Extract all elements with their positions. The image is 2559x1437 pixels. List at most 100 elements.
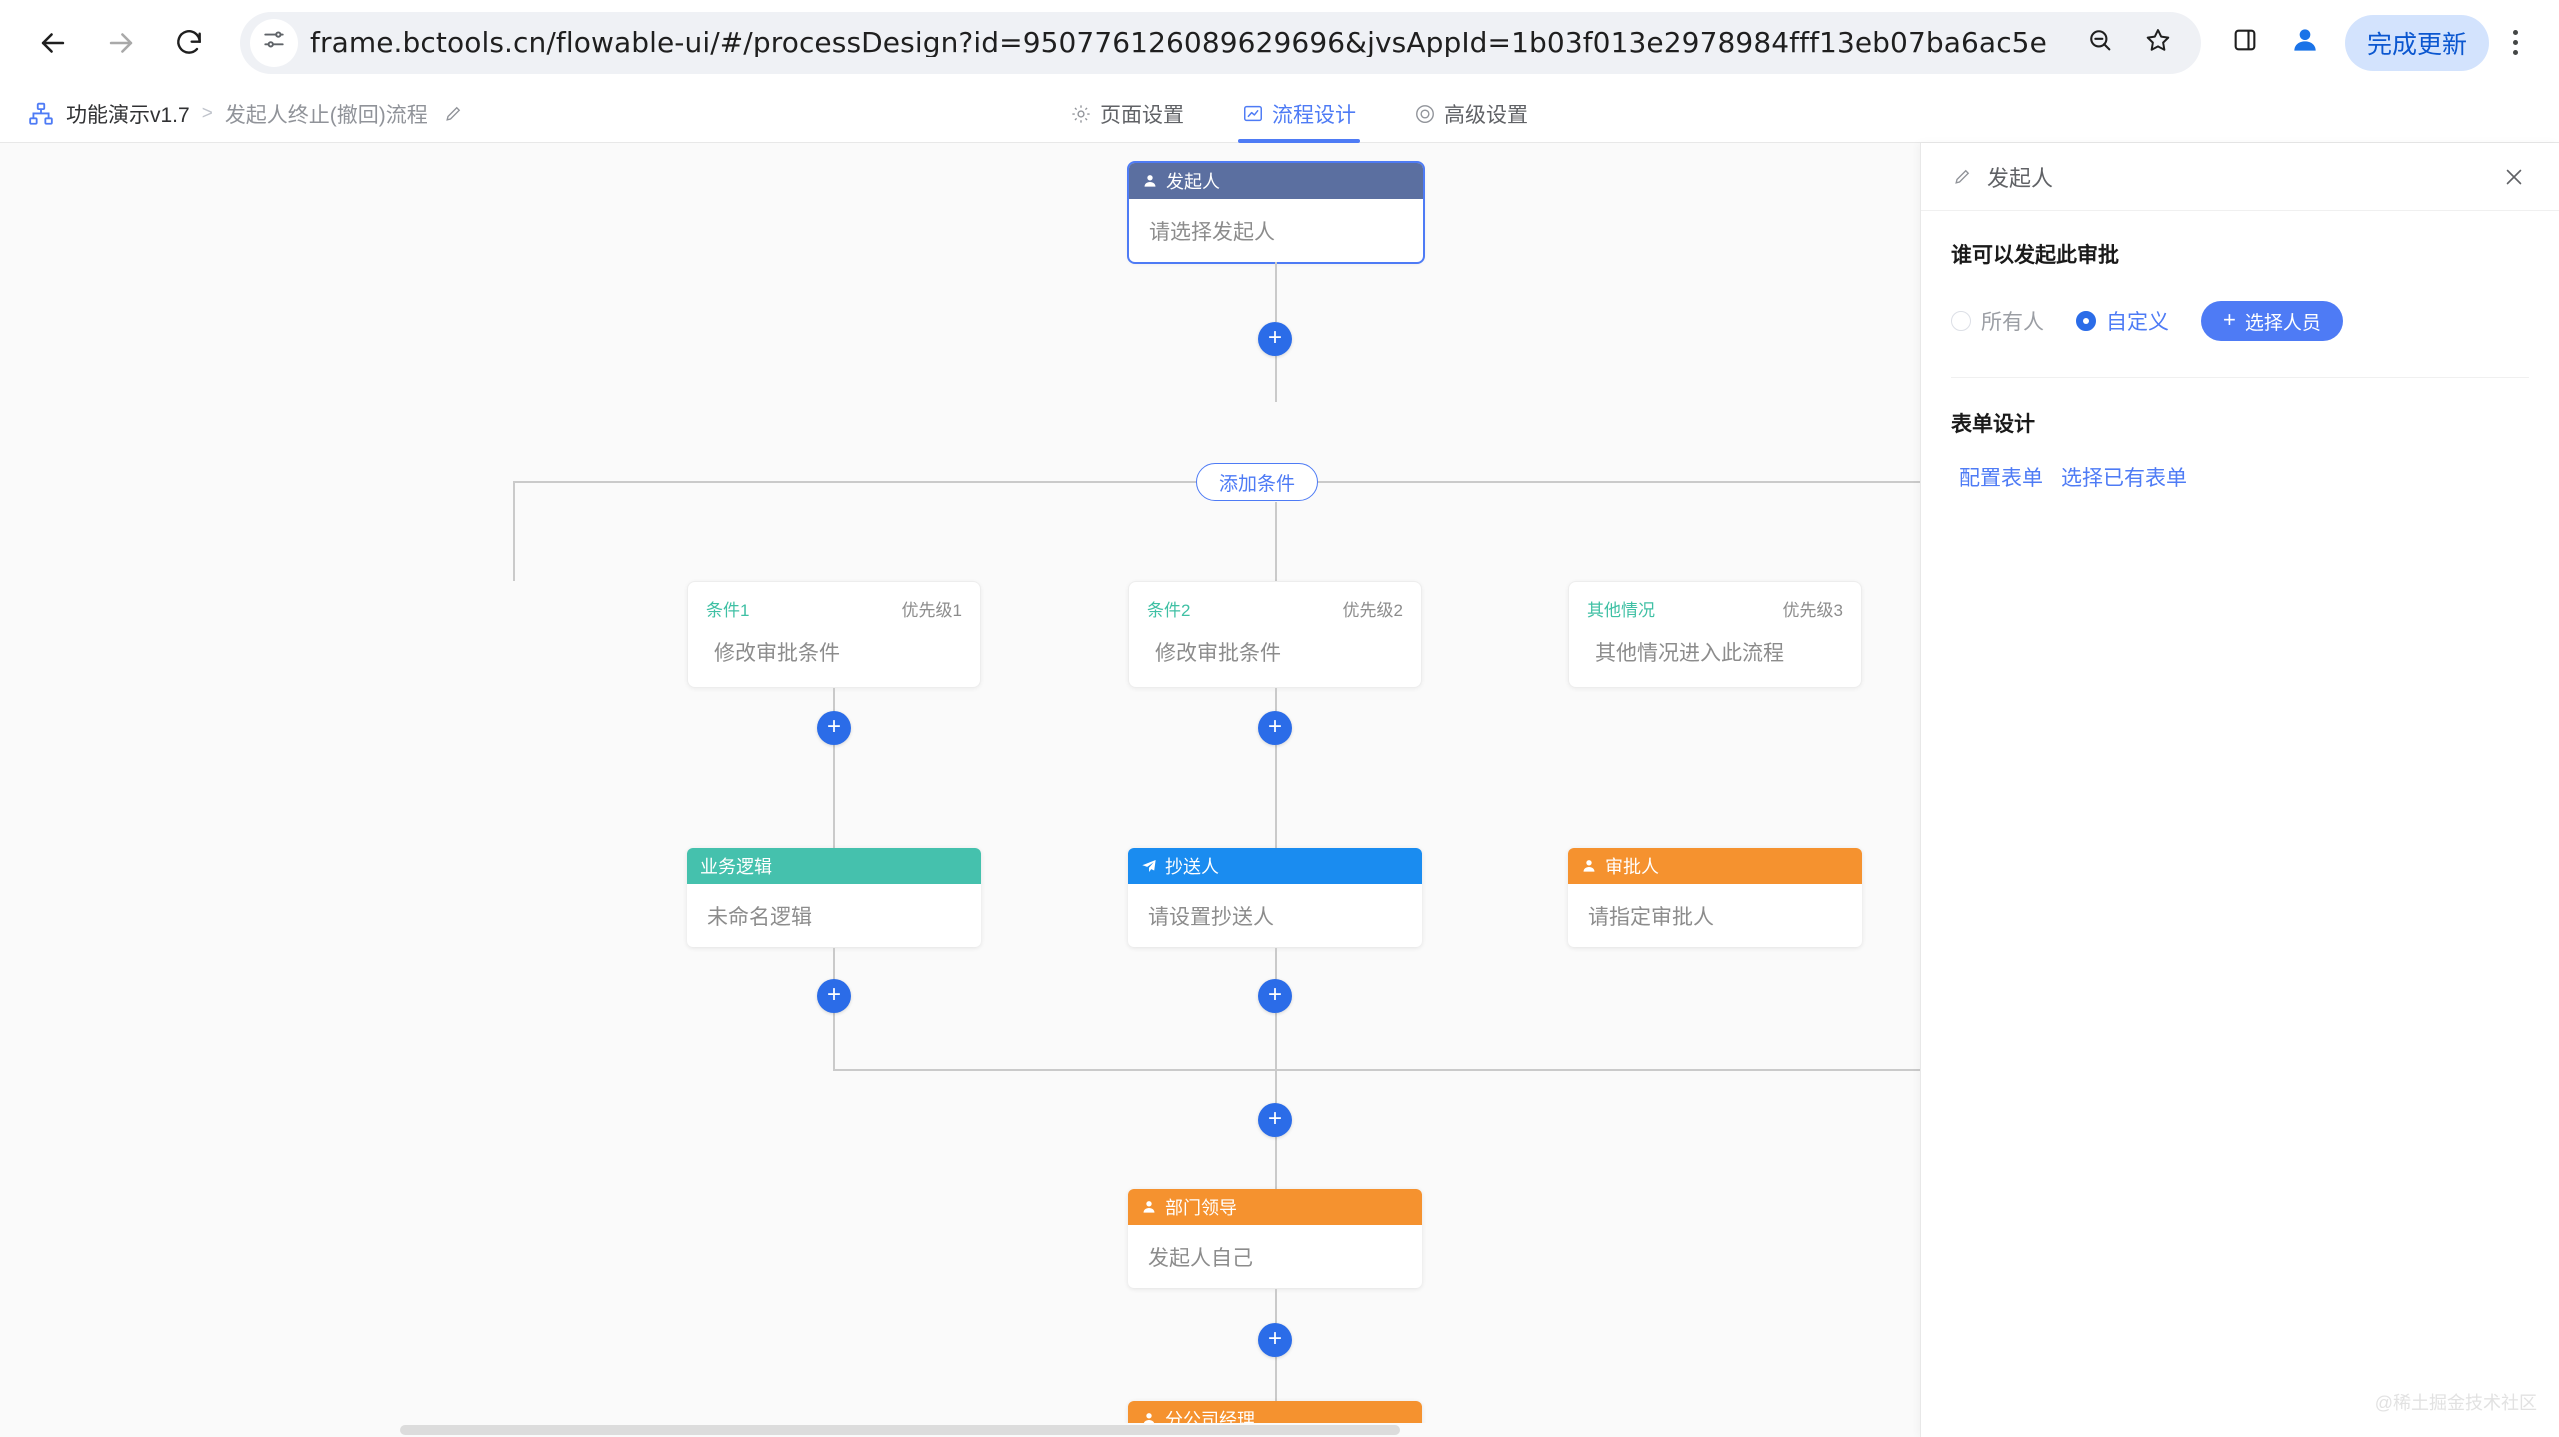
- condition-header: 条件1 优先级1: [706, 596, 962, 621]
- flow-diagram: 发起人 请选择发起人 + 添加条件 条件1 优先级1 修改审批条件: [0, 143, 1920, 1437]
- address-bar[interactable]: frame.bctools.cn/flowable-ui/#/processDe…: [240, 11, 2201, 74]
- edit-pencil-icon[interactable]: [442, 103, 464, 125]
- condition-priority: 优先级3: [1782, 601, 1843, 620]
- connector-line: [833, 688, 835, 728]
- condition-header: 条件2 优先级2: [1147, 596, 1403, 621]
- add-node-button-after-2[interactable]: +: [1258, 979, 1292, 1013]
- add-node-button-tail-1[interactable]: +: [1258, 1323, 1292, 1357]
- zoom-out-icon: [2086, 26, 2114, 59]
- connector-line: [513, 481, 515, 581]
- node-title: 发起人: [1166, 172, 1220, 192]
- panel-body: 谁可以发起此审批 所有人 自定义 + 选择人员 表单设计 配置表单 选择已有表单: [1921, 211, 2559, 492]
- tab-label: 高级设置: [1444, 104, 1528, 127]
- connector-line: [1275, 688, 1277, 728]
- connector-line: [1275, 1069, 1277, 1113]
- url-text[interactable]: frame.bctools.cn/flowable-ui/#/processDe…: [310, 28, 2047, 57]
- select-people-label: 选择人员: [2244, 312, 2321, 334]
- forward-button[interactable]: [90, 12, 152, 74]
- star-icon: [2144, 26, 2172, 59]
- node-header: 审批人: [1568, 848, 1862, 884]
- send-icon: [1141, 858, 1157, 874]
- connector-line: [833, 948, 835, 990]
- merge-bus-line: [833, 1069, 1920, 1071]
- side-panel-button[interactable]: [2217, 15, 2273, 71]
- node-body: 请选择发起人: [1149, 220, 1275, 244]
- condition-name: 其他情况: [1587, 601, 1655, 620]
- tune-icon: [261, 27, 287, 58]
- flow-node-dept-leader[interactable]: 部门领导 发起人自己: [1128, 1189, 1422, 1288]
- form-design-links: 配置表单 选择已有表单: [1951, 462, 2529, 492]
- connector-line: [1275, 1013, 1277, 1069]
- gear-icon: [1070, 103, 1092, 125]
- user-icon: [1141, 1199, 1157, 1215]
- flow-node-business-logic[interactable]: 业务逻辑 未命名逻辑: [687, 848, 981, 947]
- condition-body: 修改审批条件: [1155, 642, 1281, 665]
- profile-button[interactable]: [2277, 15, 2333, 71]
- dot: [2512, 40, 2518, 45]
- breadcrumb-app[interactable]: 功能演示v1.7: [66, 103, 190, 127]
- add-node-button-branch-1[interactable]: +: [817, 711, 851, 745]
- condition-body: 修改审批条件: [714, 642, 840, 665]
- close-icon[interactable]: [2499, 162, 2529, 192]
- node-header: 业务逻辑: [687, 848, 981, 884]
- update-button[interactable]: 完成更新: [2344, 14, 2489, 71]
- watermark: @稀土掘金技术社区: [2374, 1393, 2537, 1413]
- breadcrumb-separator: >: [201, 102, 213, 124]
- connector-line: [1275, 1357, 1277, 1411]
- condition-body: 其他情况进入此流程: [1595, 642, 1784, 665]
- radio-dot: [1951, 311, 1971, 331]
- pencil-icon[interactable]: [1951, 166, 1973, 188]
- condition-card-2[interactable]: 条件2 优先级2 修改审批条件: [1128, 581, 1422, 688]
- add-node-button-after-1[interactable]: +: [817, 979, 851, 1013]
- configure-form-link[interactable]: 配置表单: [1959, 467, 2043, 490]
- flow-node-approver[interactable]: 审批人 请指定审批人: [1568, 848, 1862, 947]
- user-icon: [1581, 858, 1597, 874]
- flow-canvas[interactable]: 发起人 请选择发起人 + 添加条件 条件1 优先级1 修改审批条件: [0, 143, 1920, 1437]
- panel-divider: [1951, 377, 2529, 378]
- tab-flow-design[interactable]: 流程设计: [1238, 85, 1360, 143]
- connector-line: [1275, 356, 1277, 402]
- zoom-button[interactable]: [2073, 16, 2127, 70]
- node-title: 审批人: [1605, 857, 1659, 877]
- add-condition-button[interactable]: 添加条件: [1196, 463, 1319, 501]
- site-settings-button[interactable]: [250, 18, 298, 67]
- condition-header: 其他情况 优先级3: [1587, 596, 1843, 621]
- reload-button[interactable]: [158, 12, 220, 74]
- select-existing-form-link[interactable]: 选择已有表单: [2061, 467, 2187, 490]
- condition-card-1[interactable]: 条件1 优先级1 修改审批条件: [687, 581, 981, 688]
- radio-everyone[interactable]: 所有人: [1951, 306, 2044, 336]
- condition-card-3[interactable]: 其他情况 优先级3 其他情况进入此流程: [1568, 581, 1862, 688]
- condition-priority: 优先级2: [1342, 601, 1403, 620]
- radio-custom[interactable]: 自定义: [2076, 306, 2169, 336]
- user-icon: [1142, 173, 1158, 189]
- panel-header: 发起人: [1921, 143, 2559, 211]
- add-node-button-1[interactable]: +: [1258, 322, 1292, 356]
- select-people-button[interactable]: + 选择人员: [2201, 301, 2343, 341]
- tab-label: 页面设置: [1100, 104, 1184, 127]
- panel-title: 发起人: [1987, 165, 2054, 191]
- header-tabs: 页面设置 流程设计 高级设置: [1070, 85, 1528, 143]
- horizontal-scrollbar[interactable]: [0, 1423, 1920, 1437]
- add-node-button-merge[interactable]: +: [1258, 1103, 1292, 1137]
- app-header: 功能演示v1.7 > 发起人终止(撤回)流程 页面设置 流程设计 高级设置: [0, 85, 2559, 143]
- tab-label: 流程设计: [1272, 104, 1356, 127]
- update-label: 完成更新: [2366, 30, 2467, 59]
- settings-circle-icon: [1414, 103, 1436, 125]
- bookmark-button[interactable]: [2131, 16, 2185, 70]
- flow-icon: [1242, 103, 1264, 125]
- tab-page-settings[interactable]: 页面设置: [1070, 85, 1184, 143]
- flow-node-cc[interactable]: 抄送人 请设置抄送人: [1128, 848, 1422, 947]
- node-title: 业务逻辑: [700, 857, 772, 877]
- tab-advanced-settings[interactable]: 高级设置: [1414, 85, 1528, 143]
- connector-line: [1275, 1289, 1277, 1334]
- browser-toolbar: frame.bctools.cn/flowable-ui/#/processDe…: [0, 0, 2559, 85]
- radio-label: 自定义: [2106, 311, 2169, 334]
- back-button[interactable]: [22, 12, 84, 74]
- node-header: 发起人: [1129, 163, 1423, 199]
- profile-icon: [2289, 24, 2321, 61]
- dot: [2512, 50, 2518, 55]
- scrollbar-thumb[interactable]: [400, 1425, 1400, 1435]
- add-node-button-branch-2[interactable]: +: [1258, 711, 1292, 745]
- chrome-menu-button[interactable]: [2493, 15, 2537, 71]
- flow-node-initiator[interactable]: 发起人 请选择发起人: [1129, 163, 1423, 262]
